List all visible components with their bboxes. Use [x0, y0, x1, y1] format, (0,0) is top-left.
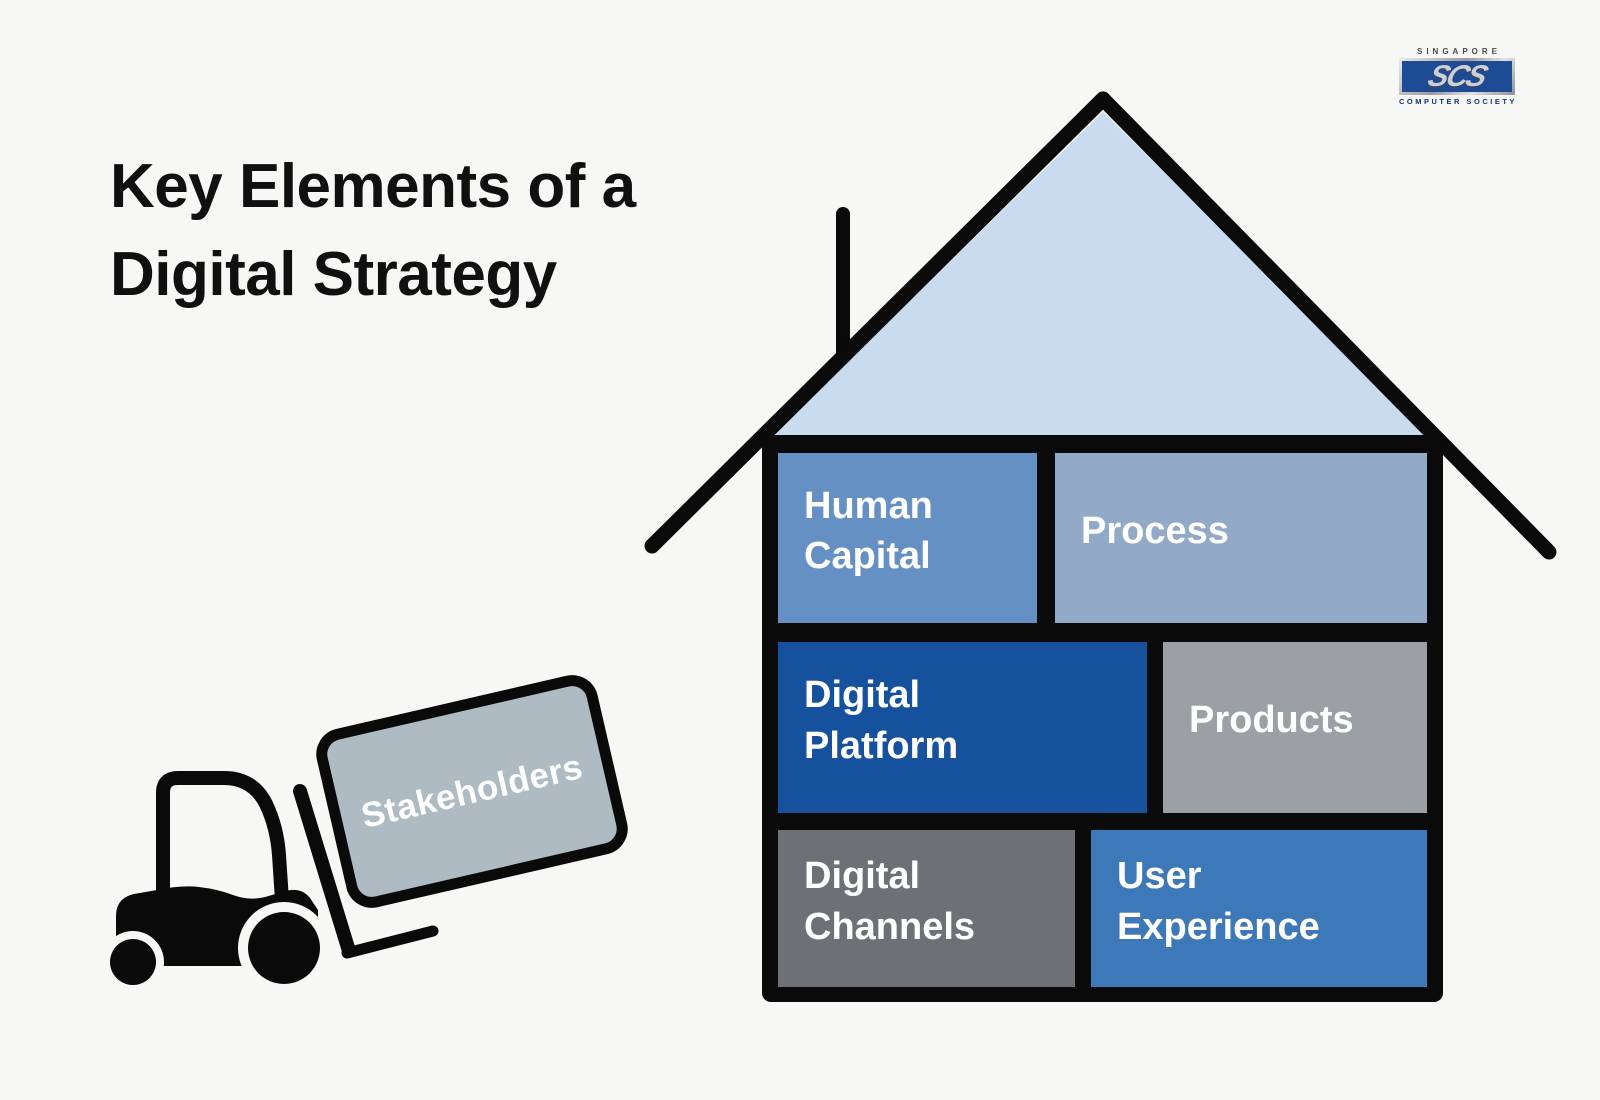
- scs-logo-plate: SCS: [1399, 58, 1515, 95]
- block-products: Products: [1163, 642, 1427, 813]
- page-title-line2: Digital Strategy: [110, 240, 557, 309]
- block-label: Digital Platform: [804, 674, 959, 767]
- forklift-mast: [293, 784, 356, 958]
- rear-wheel: [110, 939, 156, 985]
- stakeholders-label: Stakeholders: [357, 746, 587, 836]
- scs-logo-bottom-text: COMPUTER SOCIETY: [1399, 97, 1517, 106]
- scs-logo: SINGAPORE SCS COMPUTER SOCIETY: [1399, 47, 1515, 106]
- block-human-capital: Human Capital: [778, 453, 1037, 623]
- forklift-icon: [102, 771, 439, 994]
- block-label: Digital Channels: [804, 855, 976, 948]
- page-title: Key Elements of a Digital Strategy: [110, 143, 636, 319]
- scs-logo-top-text: SINGAPORE: [1416, 47, 1501, 56]
- block-label: Products: [1189, 699, 1354, 742]
- block-label: User Experience: [1117, 855, 1320, 948]
- roof-left-slope: [644, 91, 1111, 554]
- block-label: Process: [1081, 509, 1229, 552]
- forklift-fork: [341, 925, 439, 959]
- block-digital-platform: Digital Platform: [778, 642, 1147, 813]
- block-user-experience: User Experience: [1091, 830, 1427, 987]
- forklift-cab: [156, 771, 289, 907]
- front-wheel: [248, 912, 320, 984]
- roof-right-slope: [1095, 91, 1557, 560]
- roof-fill: [772, 112, 1434, 436]
- house-body: Human Capital Process Digital Platform P…: [762, 435, 1443, 1002]
- block-process: Process: [1055, 453, 1427, 623]
- block-digital-channels: Digital Channels: [778, 830, 1075, 987]
- scs-logo-monogram: SCS: [1423, 59, 1491, 93]
- block-label: Human Capital: [804, 484, 933, 577]
- scs-logo-panel: SCS: [1402, 59, 1512, 93]
- page-title-line1: Key Elements of a: [110, 152, 636, 221]
